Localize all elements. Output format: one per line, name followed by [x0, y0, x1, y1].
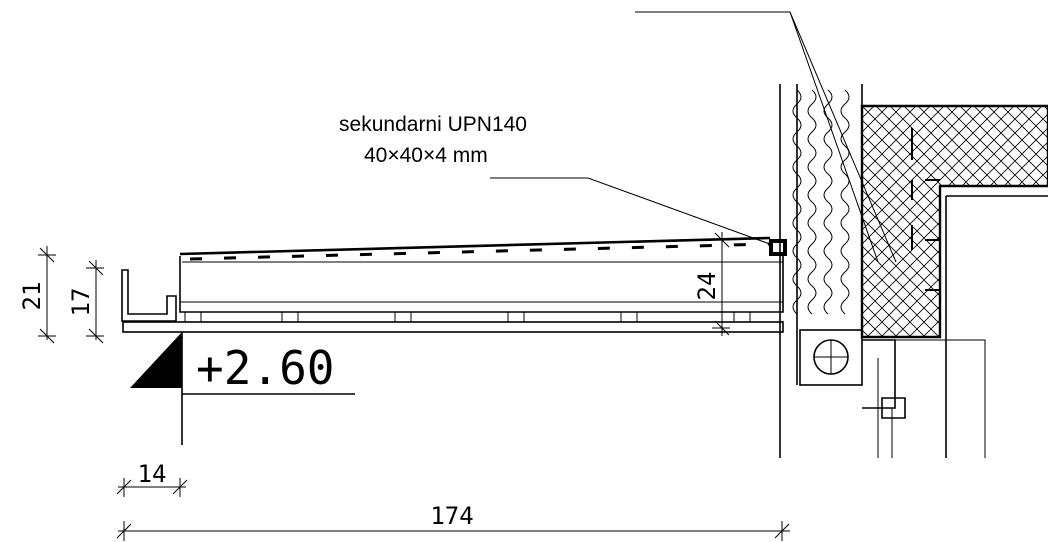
- dim-17-label: 17: [67, 288, 95, 317]
- wall-section: [779, 84, 1048, 458]
- level-marker: +2.60: [130, 332, 355, 445]
- dimension-174: 174: [116, 502, 790, 541]
- dimension-17: 17: [67, 260, 104, 344]
- dimension-14: 14: [116, 460, 188, 497]
- secondary-profile-annotation: sekundarni UPN140 40×40×4 mm: [339, 113, 527, 167]
- annotation-line-1: sekundarni UPN140: [339, 113, 527, 136]
- leader-lines: [490, 11, 897, 263]
- level-label: +2.60: [196, 341, 334, 395]
- annotation-line-2: 40×40×4 mm: [364, 144, 488, 167]
- dim-24-label: 24: [693, 272, 721, 301]
- dim-21-label: 21: [18, 282, 46, 311]
- dim-174-label: 174: [430, 502, 473, 530]
- balcony-slab: [121, 236, 787, 333]
- dim-14-label: 14: [138, 460, 167, 488]
- dimension-24: 24: [693, 232, 730, 336]
- dimension-21: 21: [18, 246, 56, 344]
